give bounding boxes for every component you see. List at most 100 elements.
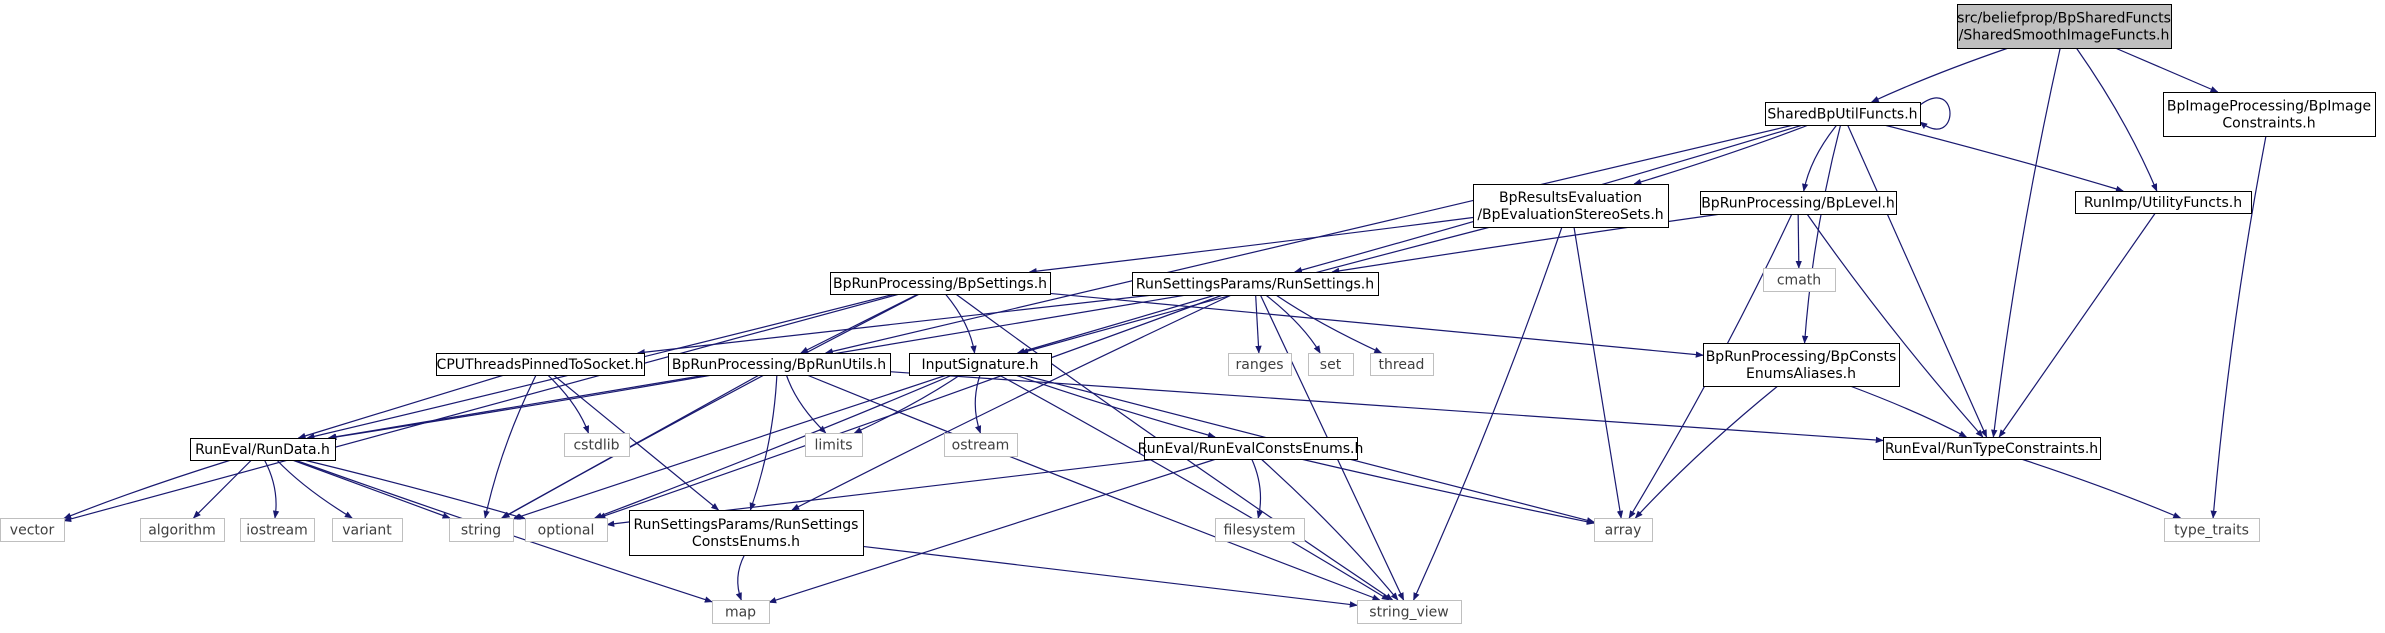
- edge-bpres-to-bpsettings: [1028, 216, 1474, 275]
- node-cpu[interactable]: CPUThreadsPinnedToSocket.h: [436, 353, 645, 376]
- node-label: SharedBpUtilFuncts.h: [1767, 107, 1917, 123]
- node-label: BpRunProcessing/BpSettings.h: [833, 276, 1047, 292]
- edge-bpsettings-to-inputsig: [944, 293, 977, 354]
- edge-bplevel-to-cmath: [1795, 213, 1802, 269]
- edge-rsconsts-to-string_view: [862, 545, 1358, 608]
- node-label: limits: [814, 438, 852, 454]
- node-box: [668, 353, 891, 376]
- edge-bprunutils-to-rundata: [328, 374, 713, 441]
- node-set[interactable]: set: [1308, 353, 1354, 376]
- node-map[interactable]: map: [712, 600, 770, 624]
- edge-cpu-to-rsconsts: [553, 374, 720, 511]
- edge-runevalconsts-to-map: [768, 458, 1217, 604]
- edge-utilf-to-runtype: [1998, 212, 2156, 438]
- node-box: [1883, 437, 2101, 460]
- node-sbu[interactable]: SharedBpUtilFuncts.h: [1765, 102, 1921, 126]
- edge-bprunutils-to-string_view: [806, 374, 1381, 601]
- node-bplevel[interactable]: BpRunProcessing/BpLevel.h: [1700, 191, 1897, 215]
- node-box: [1703, 343, 1900, 387]
- edge-bpsettings-to-vector: [63, 293, 900, 523]
- node-label: RunEval/RunEvalConstsEnums.h: [1138, 441, 1364, 457]
- node-string[interactable]: string: [449, 518, 514, 542]
- node-ostream[interactable]: ostream: [944, 433, 1018, 457]
- node-label: /SharedSmoothImageFuncts.h: [1959, 28, 2170, 44]
- node-string_view[interactable]: string_view: [1357, 600, 1462, 624]
- node-box: [629, 510, 864, 556]
- node-thread[interactable]: thread: [1370, 353, 1434, 376]
- node-label: RunEval/RunTypeConstraints.h: [1885, 441, 2098, 457]
- node-box: [1763, 268, 1836, 292]
- node-iostream[interactable]: iostream: [240, 518, 315, 542]
- edge-root-to-utilf: [2075, 47, 2158, 192]
- node-box: [805, 433, 863, 457]
- node-inputsig[interactable]: InputSignature.h: [909, 353, 1052, 376]
- edge-root-to-bpimg: [2115, 47, 2219, 93]
- node-label: vector: [10, 523, 55, 539]
- node-bpres[interactable]: BpResultsEvaluation/BpEvaluationStereoSe…: [1473, 184, 1669, 228]
- node-rsconsts[interactable]: RunSettingsParams/RunSettingsConstsEnums…: [629, 510, 864, 556]
- edge-bplevel-to-runtype: [1806, 213, 1984, 438]
- node-algorithm[interactable]: algorithm: [140, 518, 225, 542]
- node-runsettings[interactable]: RunSettingsParams/RunSettings.h: [1132, 272, 1379, 296]
- edge-inputsig-to-limits: [853, 374, 961, 434]
- edge-bpimg-to-type_traits: [2210, 135, 2267, 519]
- edge-cpu-to-rundata: [297, 374, 505, 439]
- edge-bpres-to-array: [1573, 226, 1624, 519]
- node-vector[interactable]: vector: [0, 518, 65, 542]
- node-box: [2163, 92, 2376, 137]
- edge-runevalconsts-to-string_view: [1260, 458, 1399, 601]
- node-box: [830, 272, 1051, 295]
- node-box: [1370, 353, 1434, 376]
- node-ranges[interactable]: ranges: [1228, 353, 1292, 376]
- node-variant[interactable]: variant: [332, 518, 403, 542]
- node-bprunutils[interactable]: BpRunProcessing/BpRunUtils.h: [668, 353, 891, 376]
- node-filesystem[interactable]: filesystem: [1215, 518, 1305, 542]
- node-label: ranges: [1235, 357, 1283, 373]
- node-box: [712, 600, 770, 624]
- edge-runevalconsts-to-array: [1300, 458, 1595, 525]
- node-box: [1357, 600, 1462, 624]
- node-box: [1215, 518, 1305, 542]
- edge-runsettings-to-inputsig: [1016, 294, 1216, 355]
- edge-runsettings-to-thread: [1275, 294, 1383, 354]
- node-box: [944, 433, 1018, 457]
- edge-consts-to-runtype: [1849, 385, 1968, 438]
- node-label: BpRunProcessing/BpLevel.h: [1701, 196, 1895, 212]
- node-label: BpImageProcessing/BpImage: [2167, 99, 2371, 115]
- node-label: set: [1320, 357, 1342, 373]
- node-label: variant: [342, 523, 392, 539]
- node-box: [1132, 272, 1379, 296]
- node-label: algorithm: [148, 523, 216, 539]
- node-label: ostream: [952, 438, 1010, 454]
- node-cmath[interactable]: cmath: [1763, 268, 1836, 292]
- edge-runevalconsts-to-filesystem: [1251, 458, 1263, 519]
- node-utilf[interactable]: RunImp/UtilityFuncts.h: [2075, 191, 2252, 214]
- node-runtype[interactable]: RunEval/RunTypeConstraints.h: [1883, 437, 2101, 460]
- node-label: RunImp/UtilityFuncts.h: [2084, 195, 2242, 211]
- node-box: [140, 518, 225, 542]
- node-cstdlib[interactable]: cstdlib: [564, 433, 630, 457]
- node-label: string: [461, 523, 501, 539]
- graph-nodes: src/beliefprop/BpSharedFuncts/SharedSmoo…: [0, 4, 2376, 624]
- node-optional[interactable]: optional: [525, 518, 608, 542]
- node-label: type_traits: [2174, 523, 2249, 539]
- edge-runsettings-to-optional: [597, 294, 1223, 519]
- node-limits[interactable]: limits: [805, 433, 863, 457]
- edge-inputsig-to-string_view: [998, 374, 1390, 601]
- edge-runsettings-to-set: [1265, 294, 1321, 354]
- node-rundata[interactable]: RunEval/RunData.h: [190, 438, 336, 461]
- node-label: RunEval/RunData.h: [195, 442, 330, 458]
- node-root[interactable]: src/beliefprop/BpSharedFuncts/SharedSmoo…: [1957, 4, 2172, 49]
- node-type_traits[interactable]: type_traits: [2164, 518, 2260, 542]
- node-label: optional: [538, 523, 595, 539]
- node-runevalconsts[interactable]: RunEval/RunEvalConstsEnums.h: [1138, 437, 1364, 460]
- node-bpsettings[interactable]: BpRunProcessing/BpSettings.h: [830, 272, 1051, 295]
- edge-runtype-to-type_traits: [2021, 458, 2182, 519]
- edge-rundata-to-algorithm: [192, 459, 252, 519]
- edge-sbu-to-bprunutils: [824, 124, 1794, 355]
- edge-cpu-to-cstdlib: [547, 374, 590, 434]
- node-array[interactable]: array: [1594, 518, 1653, 542]
- node-label: map: [725, 605, 756, 621]
